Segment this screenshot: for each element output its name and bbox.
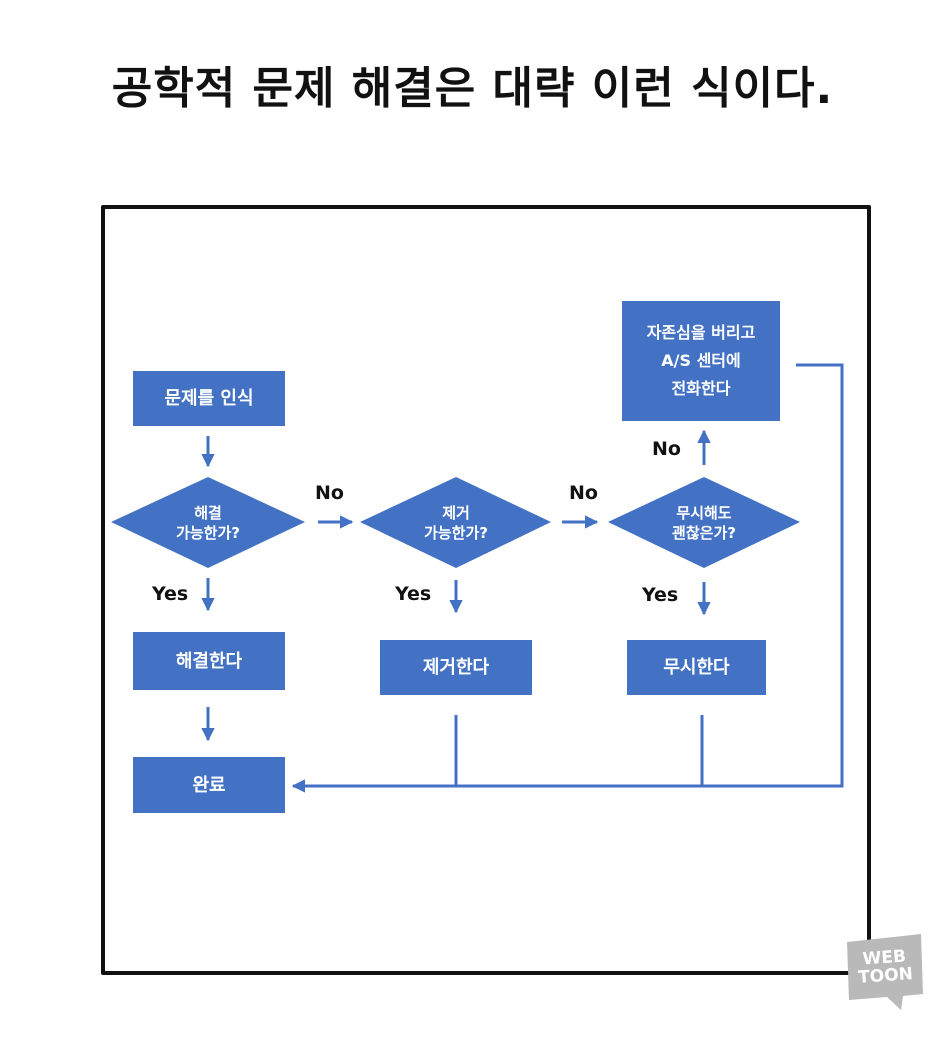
page-title: 공학적 문제 해결은 대략 이런 식이다. [111, 63, 834, 114]
label-no-1: No [315, 482, 344, 504]
node-ignore-box [627, 640, 766, 695]
node-call-box [622, 301, 780, 421]
node-recognize: 문제를 인식 [164, 388, 254, 409]
node-done-box [133, 757, 285, 813]
node-solve: 해결한다 [175, 650, 243, 672]
decision-removable-diamond [360, 477, 551, 568]
decision-ignorable-diamond [608, 477, 800, 568]
decision-solvable-diamond [111, 477, 305, 568]
decision-removable: 제거 가능한가? [424, 503, 488, 542]
label-yes-2: Yes [395, 583, 432, 605]
connector-call-to-done [291, 363, 844, 793]
diagram-frame [101, 205, 871, 975]
label-yes-3: Yes [642, 584, 679, 606]
node-recognize-box [133, 371, 285, 426]
node-done: 완료 [192, 774, 226, 796]
node-remove: 제거한다 [422, 657, 490, 678]
label-no-3: No [652, 438, 681, 460]
webtoon-logo-icon [847, 934, 923, 1010]
decision-ignorable: 무시해도 괜찮은가? [672, 503, 736, 542]
node-remove-box [380, 640, 532, 695]
node-call: 자존심을 버리고 A/S 센터에 전화한다 [646, 323, 756, 398]
label-yes-1: Yes [152, 583, 189, 605]
label-no-2: No [569, 482, 598, 504]
node-solve-box [133, 632, 285, 690]
decision-solvable: 해결 가능한가? [176, 503, 240, 542]
webtoon-logo-text: WEB TOON [848, 947, 922, 989]
node-ignore: 무시한다 [663, 657, 730, 678]
